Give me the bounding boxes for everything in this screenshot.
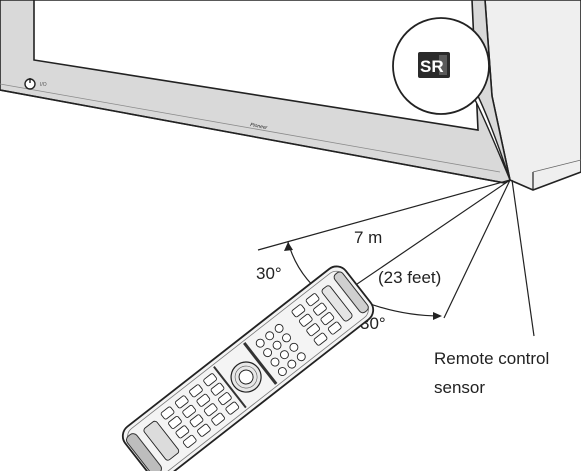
- power-label: I/O: [40, 82, 47, 88]
- sensor-label-line2: sensor: [434, 378, 485, 397]
- range-line-right: [443, 179, 511, 319]
- distance-feet-label: (23 feet): [378, 268, 441, 287]
- sensor-zoom-callout: SR: [392, 17, 511, 181]
- angle-left-label: 30°: [256, 264, 282, 283]
- sensor-pointer-line: [511, 179, 535, 337]
- remote-button-grid-top: [291, 285, 353, 346]
- range-line-left: [257, 179, 511, 251]
- tv-brand-logo: Pioneer: [250, 122, 268, 131]
- remote-ir-window: [333, 271, 369, 314]
- sr-badge-text: SR: [420, 57, 444, 76]
- plasma-tv: I/O Pioneer: [0, 0, 581, 191]
- remote-number-pad: [255, 323, 306, 376]
- tv-screen: [33, 0, 479, 131]
- distance-meters-label: 7 m: [354, 228, 382, 247]
- remote-control: [121, 265, 375, 476]
- remote-button-grid-bottom: [143, 373, 240, 461]
- remote-navigation-ring: [230, 361, 262, 393]
- sensor-label-line1: Remote control: [434, 349, 549, 368]
